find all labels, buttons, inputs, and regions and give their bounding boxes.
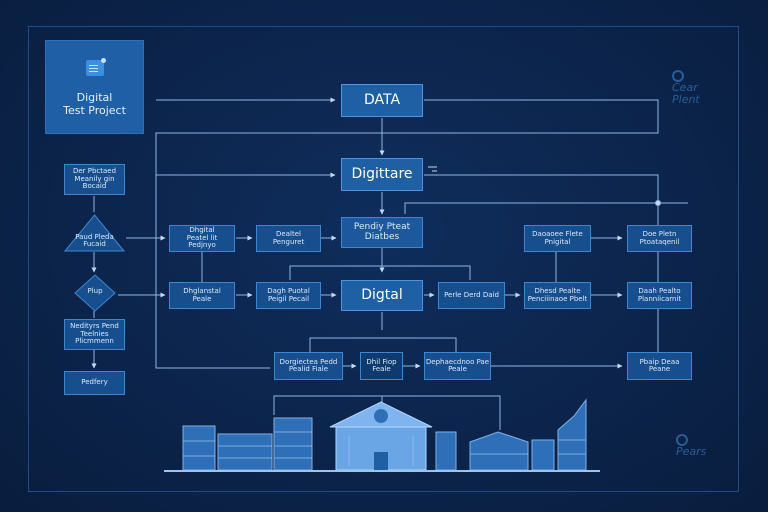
- node-left-top[interactable]: Der Pbctaed Meanily gin Bocaid: [64, 164, 125, 195]
- gear-icon: [672, 70, 684, 82]
- node-r3-a[interactable]: Dorgiectea Pedd Pealid Fiale: [274, 352, 343, 380]
- city-skyline-icon: [164, 398, 600, 472]
- node-right-3[interactable]: Pbaip Deaa Peane: [627, 352, 692, 380]
- corner-label-top-right: Cear Plent: [672, 58, 700, 106]
- node-left-mid[interactable]: Nedityrs Pend Teelnies Plicmmenn: [64, 319, 125, 350]
- project-card[interactable]: Digital Test Project: [45, 40, 144, 134]
- node-right-2c[interactable]: Daah Pealto Planniicarnit: [627, 282, 692, 309]
- node-digittare[interactable]: Digittare: [341, 158, 423, 191]
- node-r2-a[interactable]: Dhglanstal Peale: [169, 282, 235, 309]
- node-data[interactable]: DATA: [341, 84, 423, 117]
- node-right-2a[interactable]: Perle Derd Daid: [438, 282, 505, 309]
- diagram-frame: [28, 26, 739, 492]
- node-r1-a[interactable]: Dhgital Peatel lit Pedjnyo: [169, 225, 235, 252]
- decision-top[interactable]: Paud Pleda Fucaid: [64, 214, 125, 252]
- node-right-2b[interactable]: Dhesd Pealte Penciiinaoe Pbelt: [524, 282, 591, 309]
- node-left-bottom[interactable]: Pedfery: [64, 371, 125, 395]
- gear-icon: [676, 434, 688, 446]
- node-pending[interactable]: Pendiy Pteat Diatbes: [341, 217, 423, 248]
- node-digital[interactable]: Digtal: [341, 280, 423, 311]
- node-r2-b[interactable]: Dagh Puotal Peigil Pecail: [256, 282, 321, 309]
- corner-text-bottom-right: Pears: [676, 445, 707, 458]
- node-r3-b[interactable]: Dhil Fiop Feale: [360, 352, 403, 380]
- decision-bottom[interactable]: Plup: [74, 274, 116, 312]
- corner-label-bottom-right: Pears: [676, 422, 706, 458]
- node-r3-c[interactable]: Dephaecdnoo Pae Peale: [424, 352, 491, 380]
- decision-top-label: Paud Pleda Fucaid: [75, 233, 114, 249]
- corner-text-top-right: Cear Plent: [672, 81, 700, 106]
- document-icon: [86, 58, 106, 76]
- node-right-1b[interactable]: Doe Pletn Ptoataqenil: [627, 225, 692, 252]
- government-building-icon: [329, 401, 433, 471]
- project-title: Digital Test Project: [63, 91, 126, 117]
- node-r1-b[interactable]: Dealtel Penguret: [256, 225, 321, 252]
- decision-bottom-label: Plup: [87, 287, 103, 295]
- node-right-1a[interactable]: Daoaoee Flete Pnigital: [524, 225, 591, 252]
